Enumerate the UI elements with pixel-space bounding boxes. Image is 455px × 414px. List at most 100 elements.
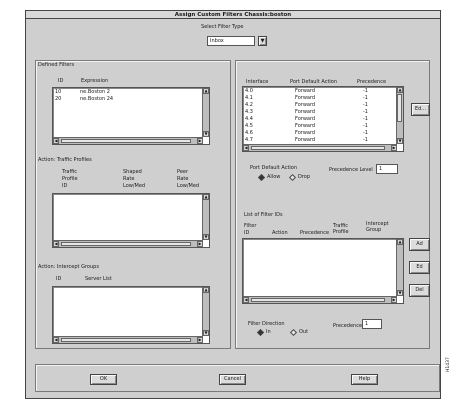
defined-filters-list[interactable]: 10 ne.Boston 2 20 ne.Boston 24 ▲ ▼ ◀ ▶ <box>52 87 210 145</box>
traffic-header-2b: Rate <box>123 176 135 182</box>
filter-ids-list[interactable]: ▲ ▼ ◀ ▶ <box>242 238 404 304</box>
traffic-profiles-list[interactable]: ▲ ▼ ◀ ▶ <box>52 193 210 248</box>
horizontal-scrollbar[interactable]: ◀ ▶ <box>53 336 203 343</box>
chevron-down-icon[interactable]: ▼ <box>397 290 403 296</box>
drop-radio-label: Drop <box>298 174 311 180</box>
chevron-right-icon[interactable]: ▶ <box>197 337 203 343</box>
chevron-left-icon[interactable]: ◀ <box>243 145 249 151</box>
chevron-left-icon[interactable]: ◀ <box>53 337 59 343</box>
filter-ids-header-action: Action <box>272 230 288 236</box>
chevron-up-icon[interactable]: ▲ <box>397 239 403 245</box>
intercept-groups-label: Action: Intercept Groups <box>38 264 99 270</box>
precedence-level-label: Precedence Level <box>329 167 373 173</box>
traffic-profiles-label: Action: Traffic Profiles <box>38 157 92 163</box>
chevron-up-icon[interactable]: ▲ <box>397 87 403 93</box>
scroll-thumb[interactable] <box>397 94 402 122</box>
ok-button[interactable]: OK <box>90 374 117 385</box>
filter-type-label: Select Filter Type <box>201 24 244 30</box>
chevron-right-icon[interactable]: ▶ <box>391 145 397 151</box>
scroll-thumb[interactable] <box>251 146 385 150</box>
filter-type-dropdown-button[interactable]: ▼ <box>258 36 267 46</box>
in-radio-label: In <box>266 329 271 335</box>
intercept-groups-list[interactable]: ▲ ▼ ◀ ▶ <box>52 286 210 344</box>
ports-header-interface: Interface <box>246 79 269 85</box>
right-panel <box>235 60 430 349</box>
traffic-header-3c: Low/Med <box>177 183 200 189</box>
allow-radio-label: Allow <box>267 174 281 180</box>
horizontal-scrollbar[interactable]: ◀ ▶ <box>53 240 203 247</box>
list-item[interactable]: 20 ne.Boston 24 <box>55 96 114 102</box>
chevron-down-icon: ▼ <box>260 38 265 44</box>
footer-bar <box>35 364 440 392</box>
traffic-header-3b: Rate <box>177 176 189 182</box>
horizontal-scrollbar[interactable]: ◀ ▶ <box>53 137 203 144</box>
vertical-scrollbar[interactable]: ▲ ▼ <box>202 287 209 336</box>
chevron-down-icon[interactable]: ▼ <box>397 138 403 144</box>
vertical-scrollbar[interactable]: ▲ ▼ <box>202 194 209 240</box>
chevron-left-icon[interactable]: ◀ <box>53 138 59 144</box>
ports-header-precedence: Precedence <box>357 79 387 85</box>
cancel-button[interactable]: Cancel <box>219 374 246 385</box>
precedence-input[interactable]: 1 <box>362 319 382 329</box>
chevron-right-icon[interactable]: ▶ <box>197 241 203 247</box>
precedence-label: Precedence <box>333 323 363 329</box>
vertical-scrollbar[interactable]: ▲ ▼ <box>202 88 209 137</box>
scroll-thumb[interactable] <box>61 139 191 143</box>
filter-ids-header-traffic: Traffic Profile <box>333 223 349 235</box>
chevron-left-icon[interactable]: ◀ <box>243 297 249 303</box>
chevron-right-icon[interactable]: ▶ <box>197 138 203 144</box>
defined-filters-label: Defined Filters <box>38 62 75 68</box>
filter-direction-label: Filter Direction <box>248 321 285 327</box>
left-panel <box>35 60 231 349</box>
traffic-header-1: Traffic <box>62 169 78 175</box>
delete-filter-button[interactable]: Del <box>409 284 430 297</box>
traffic-header-1c: ID <box>62 183 68 189</box>
precedence-level-input[interactable]: 1 <box>376 164 398 174</box>
defined-filters-header-expression: Expression <box>81 78 109 84</box>
traffic-header-3: Peer <box>177 169 189 175</box>
vertical-scrollbar[interactable]: ▲ ▼ <box>396 239 403 296</box>
out-radio-label: Out <box>299 329 309 335</box>
filter-ids-header-precedence: Precedence <box>300 230 330 236</box>
intercept-header-server-list: Server List <box>85 276 112 282</box>
chevron-down-icon[interactable]: ▼ <box>203 330 209 336</box>
defined-filters-header-id: ID <box>58 78 64 84</box>
figure-code: H1437 <box>446 357 451 372</box>
filter-ids-header-id: ID <box>244 230 250 236</box>
scroll-thumb[interactable] <box>251 298 385 302</box>
ports-header-default-action: Port Default Action <box>290 79 338 85</box>
chevron-up-icon[interactable]: ▲ <box>203 194 209 200</box>
chevron-up-icon[interactable]: ▲ <box>203 287 209 293</box>
add-filter-button[interactable]: Ad <box>409 238 430 251</box>
chevron-up-icon[interactable]: ▲ <box>203 88 209 94</box>
filter-ids-header-filter: Filter <box>244 223 257 229</box>
port-default-action-label: Port Default Action <box>250 165 298 171</box>
vertical-scrollbar[interactable]: ▲ ▼ <box>396 87 403 144</box>
filter-ids-label: List of Filter IDs <box>244 212 283 218</box>
window-title: Assign Custom Filters Chassis:boston <box>26 11 440 19</box>
scroll-thumb[interactable] <box>61 338 191 342</box>
traffic-header-2c: Low/Med <box>123 183 146 189</box>
chevron-down-icon[interactable]: ▼ <box>203 234 209 240</box>
edit-filter-button[interactable]: Ed <box>409 261 430 274</box>
horizontal-scrollbar[interactable]: ◀ ▶ <box>243 296 397 303</box>
chevron-right-icon[interactable]: ▶ <box>391 297 397 303</box>
filter-type-select[interactable]: Inbox <box>207 36 255 46</box>
traffic-header-1b: Profile <box>62 176 78 182</box>
chevron-down-icon[interactable]: ▼ <box>203 131 209 137</box>
help-button[interactable]: Help <box>351 374 378 385</box>
horizontal-scrollbar[interactable]: ◀ ▶ <box>243 144 397 151</box>
list-item[interactable]: 10 ne.Boston 2 <box>55 89 110 95</box>
edit-port-button[interactable]: Ed... <box>411 103 430 116</box>
chevron-left-icon[interactable]: ◀ <box>53 241 59 247</box>
scroll-thumb[interactable] <box>61 242 191 246</box>
